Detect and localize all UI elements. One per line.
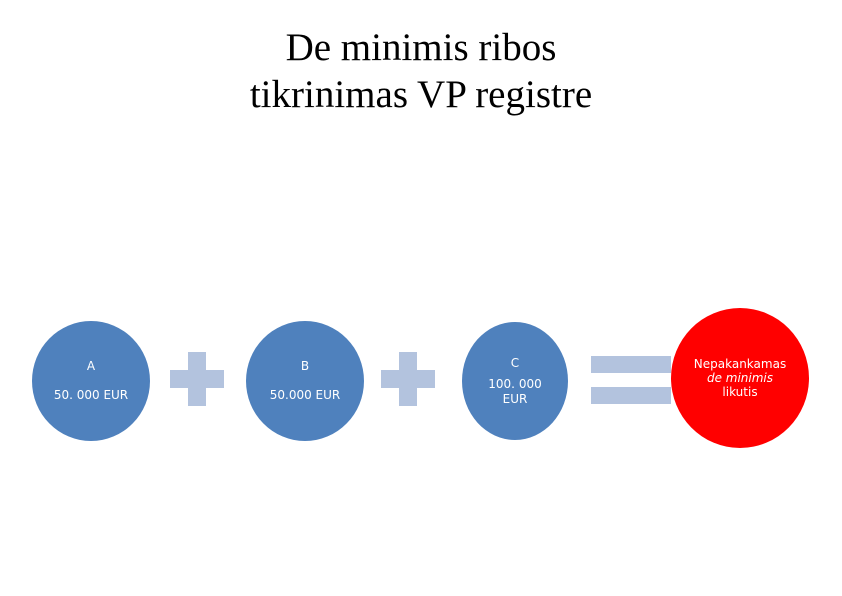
node-c-value: 100. 000 EUR (488, 376, 542, 406)
node-b-label: B (300, 359, 310, 373)
equals-icon-bottom-bar (591, 387, 671, 404)
plus-icon (381, 352, 435, 406)
equals-icon (591, 356, 671, 404)
node-b-value: 50.000 EUR (269, 388, 341, 402)
equals-icon-top-bar (591, 356, 671, 373)
node-a-circle: A 50. 000 EUR (32, 321, 150, 441)
node-c-circle: C 100. 000 EUR (462, 322, 568, 440)
title-line-2: tikrinimas VP registre (249, 73, 593, 116)
plus-icon-horizontal-bar (381, 370, 435, 388)
node-c-label: C (510, 355, 520, 370)
plus-icon (170, 352, 224, 406)
result-line-2: de minimis (706, 371, 774, 385)
title-line-1: De minimis ribos (285, 26, 557, 69)
result-line-1: Nepakankamas (693, 357, 787, 371)
result-line-3: likutis (722, 385, 758, 399)
result-circle: Nepakankamas de minimis likutis (671, 308, 809, 448)
node-a-value: 50. 000 EUR (53, 388, 129, 402)
plus-icon-horizontal-bar (170, 370, 224, 388)
node-a-label: A (86, 359, 96, 373)
node-b-circle: B 50.000 EUR (246, 321, 364, 441)
page-title: De minimis ribos tikrinimas VP registre (171, 24, 671, 118)
